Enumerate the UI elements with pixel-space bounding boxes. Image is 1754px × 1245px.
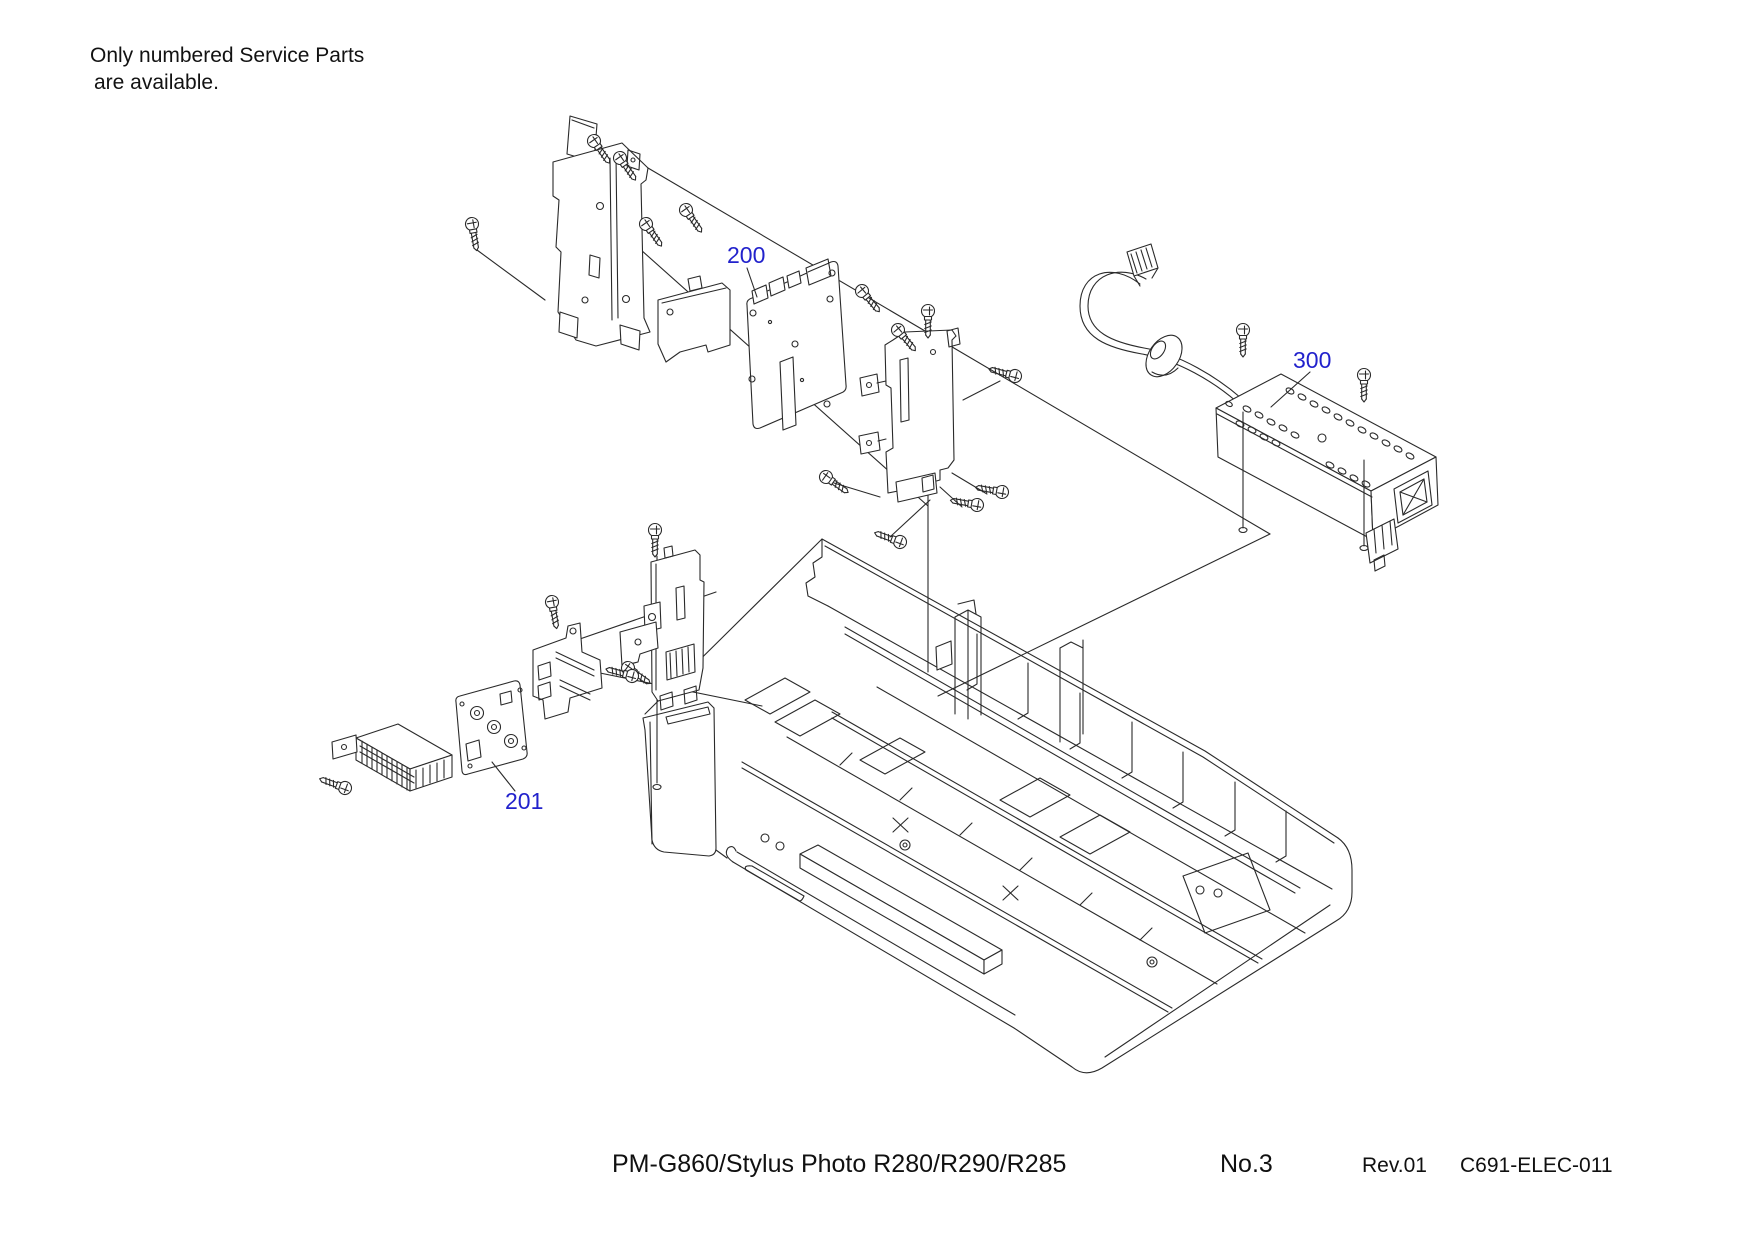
- screw-icon: [986, 362, 1024, 385]
- power-supply-unit-300: [1215, 373, 1439, 572]
- panel-assembly-201: [331, 622, 603, 792]
- label-300-leader: [1270, 371, 1311, 408]
- screw-icon: [973, 480, 1011, 501]
- note-line-1: Only numbered Service Parts: [90, 44, 364, 67]
- printer-base-chassis: [642, 538, 1353, 1074]
- screw-icon: [316, 772, 354, 797]
- board-shield-plate: [858, 327, 961, 503]
- part-label-201: 201: [505, 788, 543, 814]
- vent-holes: [1225, 387, 1415, 488]
- note-line-2: are available.: [94, 71, 219, 94]
- screw-icon: [1235, 322, 1251, 358]
- part-label-200: 200: [727, 242, 765, 268]
- screw-icon: [871, 526, 909, 551]
- power-cable: [1079, 243, 1242, 403]
- label-201-leader: [491, 761, 516, 792]
- screw-icon: [1356, 367, 1372, 403]
- screw-icon: [852, 281, 885, 317]
- diagram-linework: [316, 115, 1439, 1074]
- screw-icon: [948, 493, 986, 514]
- screw-icon: [463, 215, 484, 253]
- footer-document-code: C691-ELEC-011: [1460, 1154, 1613, 1177]
- part-label-300: 300: [1293, 347, 1331, 373]
- label-200-leader: [746, 267, 758, 298]
- screw-icon: [543, 593, 564, 631]
- screw-icon: [647, 522, 663, 558]
- cr-shield-bracket: [552, 115, 651, 351]
- footer: PM-G860/Stylus Photo R280/R290/R285 No.3…: [612, 1150, 1613, 1178]
- ferrite-core: [1145, 334, 1183, 378]
- ac-inlet: [1393, 470, 1433, 524]
- footer-sheet-number: No.3: [1220, 1150, 1273, 1178]
- screw-icon: [676, 200, 708, 237]
- footer-revision: Rev.01: [1362, 1154, 1427, 1177]
- note: Only numbered Service Parts are availabl…: [90, 44, 364, 94]
- main-board-200: [746, 258, 847, 431]
- footer-model-title: PM-G860/Stylus Photo R280/R290/R285: [612, 1150, 1066, 1178]
- board-unit: [619, 545, 705, 711]
- sub-bracket: [657, 275, 731, 363]
